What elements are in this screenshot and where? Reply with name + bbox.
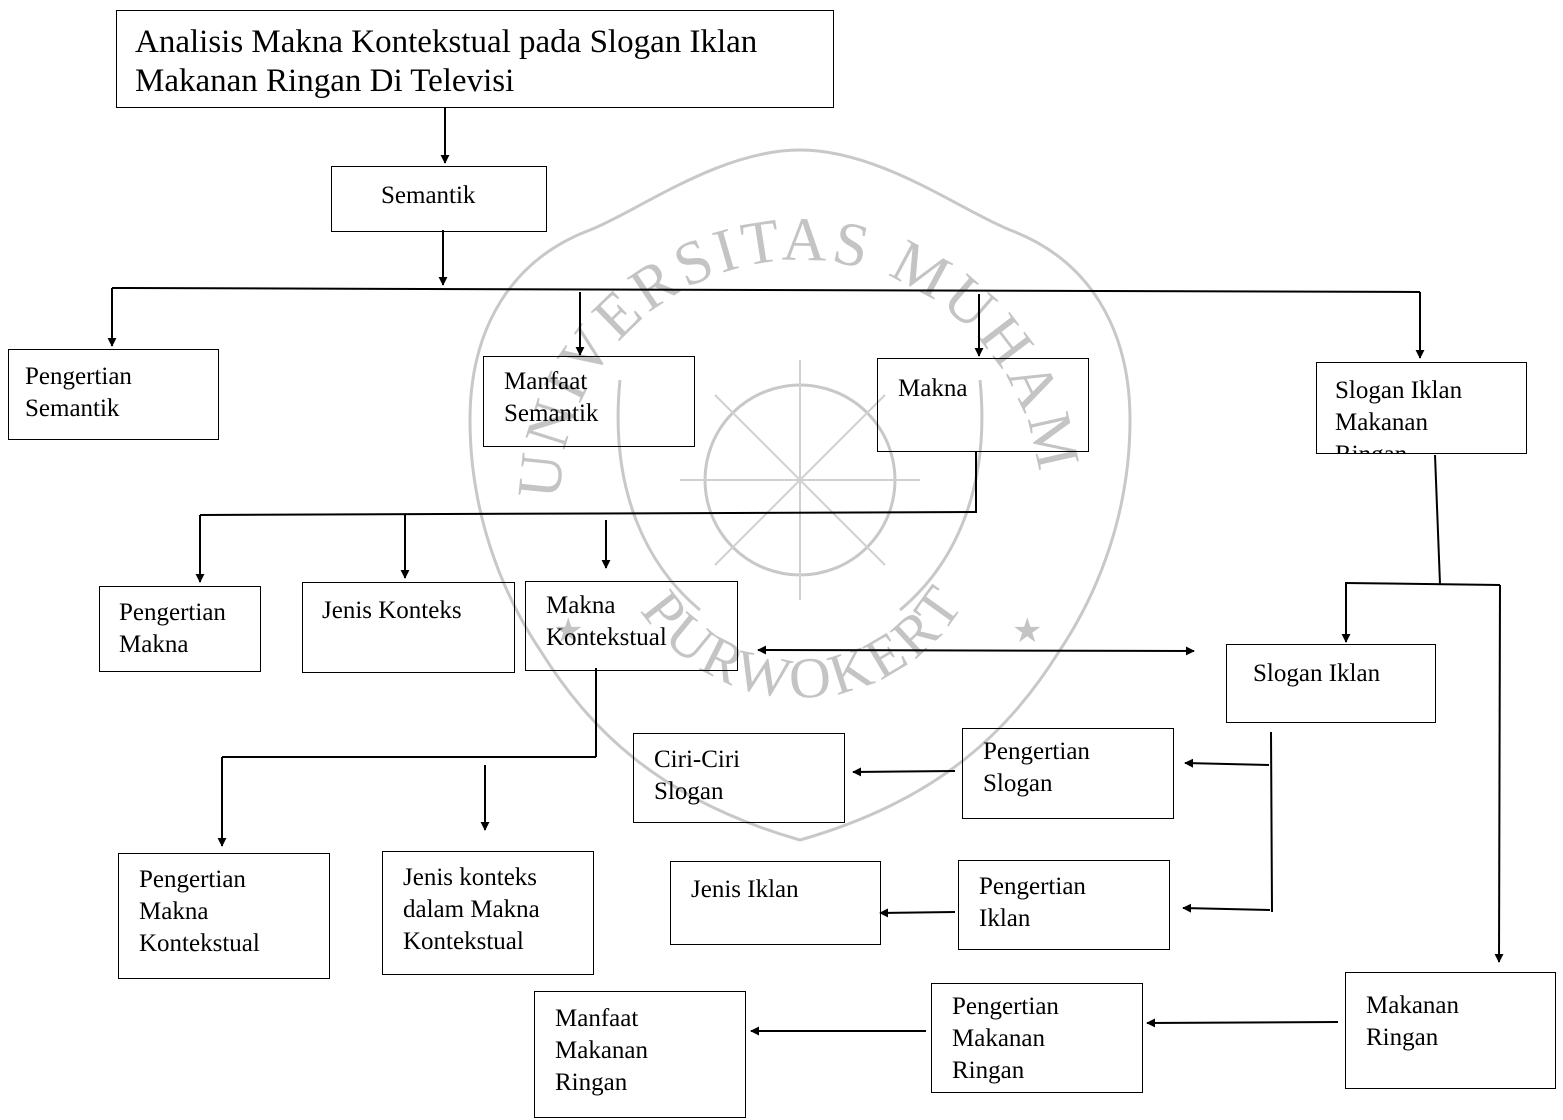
makanan-ringan-box: Makanan Ringan — [1345, 972, 1556, 1089]
pengertian-makna-box: Pengertian Makna — [99, 586, 261, 672]
pengertian-slogan-box: Pengertian Slogan — [962, 728, 1174, 819]
slogan-iklan-makanan-ringan-box: Slogan Iklan Makanan Ringan — [1316, 362, 1527, 454]
ciri-ciri-slogan-box: Ciri-Ciri Slogan — [633, 733, 845, 823]
pengertian-semantik-box: Pengertian Semantik — [8, 349, 219, 440]
slogan-iklan-box: Slogan Iklan — [1226, 644, 1436, 723]
makna-kontekstual-box: Makna Kontekstual — [525, 581, 738, 671]
jenis-iklan-box: Jenis Iklan — [670, 861, 881, 945]
pengertian-iklan-box: Pengertian Iklan — [958, 860, 1170, 950]
title-box: Analisis Makna Kontekstual pada Slogan I… — [116, 10, 834, 108]
pengertian-makna-kontekstual-box: Pengertian Makna Kontekstual — [118, 853, 330, 979]
manfaat-semantik-box: Manfaat Semantik — [483, 356, 695, 447]
makna-box: Makna — [877, 358, 1089, 452]
pengertian-makanan-ringan-box: Pengertian Makanan Ringan — [931, 983, 1143, 1093]
jenis-konteks-box: Jenis Konteks — [302, 582, 515, 673]
manfaat-makanan-ringan-box: Manfaat Makanan Ringan — [534, 991, 746, 1118]
jenis-konteks-dalam-makna-kontekstual-box: Jenis konteks dalam Makna Kontekstual — [382, 851, 594, 975]
semantik-box: Semantik — [331, 166, 547, 232]
